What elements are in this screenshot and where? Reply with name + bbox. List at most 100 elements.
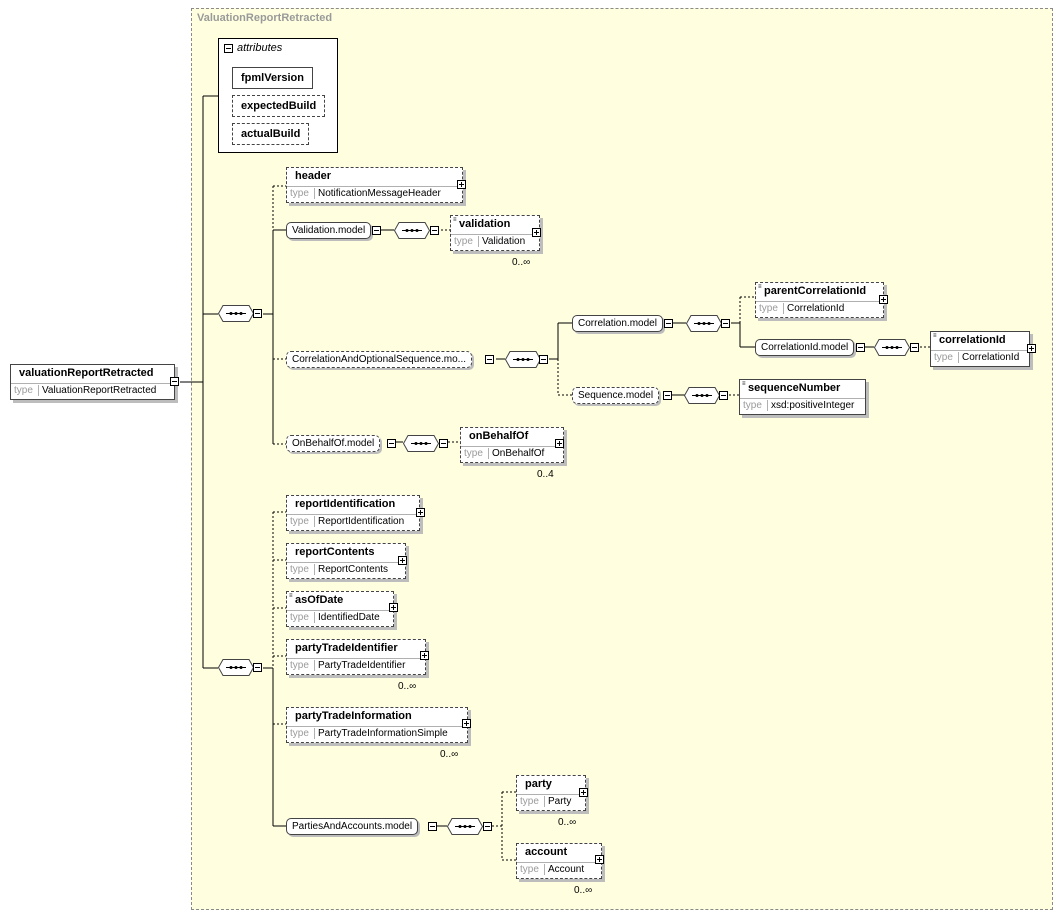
group-correlation-and-optional-sequence[interactable]: CorrelationAndOptionalSequence.mo... bbox=[286, 351, 472, 368]
element-party[interactable]: party type Party bbox=[516, 775, 586, 811]
group-sequence-model[interactable]: Sequence.model bbox=[572, 387, 660, 404]
element-type: PartyTradeIdentifier bbox=[314, 660, 405, 671]
element-type: Validation bbox=[478, 236, 525, 247]
type-key: type bbox=[743, 400, 762, 411]
collapse-icon[interactable] bbox=[483, 822, 492, 831]
element-header[interactable]: header type NotificationMessageHeader bbox=[286, 167, 463, 203]
collapse-icon[interactable] bbox=[430, 226, 439, 235]
expand-icon[interactable] bbox=[462, 719, 471, 728]
occurrence-label: 0..∞ bbox=[440, 749, 459, 760]
expand-icon[interactable] bbox=[389, 603, 398, 612]
expand-icon[interactable] bbox=[579, 788, 588, 797]
collapse-icon[interactable] bbox=[439, 439, 448, 448]
group-onbehalfof-model[interactable]: OnBehalfOf.model bbox=[286, 435, 381, 452]
collapse-icon[interactable] bbox=[387, 439, 396, 448]
collapse-icon[interactable] bbox=[428, 822, 437, 831]
expand-icon[interactable] bbox=[555, 439, 564, 448]
attribute-actualbuild[interactable]: actualBuild bbox=[232, 123, 310, 145]
collapse-icon[interactable] bbox=[721, 319, 730, 328]
element-name: party bbox=[525, 778, 552, 790]
expand-icon[interactable] bbox=[1027, 344, 1036, 353]
sequence-compositor[interactable] bbox=[505, 351, 541, 368]
type-key: type bbox=[290, 516, 309, 527]
type-key: type bbox=[464, 448, 483, 459]
element-type: OnBehalfOf bbox=[488, 448, 544, 459]
sequence-compositor[interactable] bbox=[218, 659, 254, 676]
element-type: Party bbox=[544, 796, 571, 807]
element-type: ReportContents bbox=[314, 564, 388, 575]
collapse-icon[interactable] bbox=[910, 343, 919, 352]
collapse-icon[interactable] bbox=[224, 44, 233, 53]
expand-icon[interactable] bbox=[416, 508, 425, 517]
sequence-compositor[interactable] bbox=[447, 818, 483, 835]
element-name: reportContents bbox=[295, 546, 375, 558]
element-type: IdentifiedDate bbox=[314, 612, 380, 623]
group-parties-and-accounts-model[interactable]: PartiesAndAccounts.model bbox=[286, 818, 419, 835]
expand-icon[interactable] bbox=[879, 295, 888, 304]
collapse-icon[interactable] bbox=[663, 391, 672, 400]
type-key: type bbox=[520, 796, 539, 807]
element-name: sequenceNumber bbox=[748, 382, 841, 394]
group-validation-model[interactable]: Validation.model bbox=[286, 222, 372, 239]
complex-type-title: ValuationReportRetracted bbox=[197, 12, 333, 24]
collapse-icon[interactable] bbox=[253, 309, 262, 318]
sequence-compositor[interactable] bbox=[403, 435, 439, 452]
sequence-compositor[interactable] bbox=[874, 339, 910, 356]
collapse-icon[interactable] bbox=[719, 391, 728, 400]
group-correlation-model[interactable]: Correlation.model bbox=[572, 315, 663, 332]
collapse-icon[interactable] bbox=[856, 343, 865, 352]
element-type: NotificationMessageHeader bbox=[314, 188, 441, 199]
sequence-compositor[interactable] bbox=[394, 222, 430, 239]
root-element-type: ValuationReportRetracted bbox=[38, 385, 156, 396]
root-element-name: valuationReportRetracted bbox=[19, 367, 154, 379]
root-element[interactable]: valuationReportRetracted type ValuationRe… bbox=[10, 364, 175, 400]
documentation-icon: ≡ bbox=[758, 284, 761, 290]
collapse-icon[interactable] bbox=[170, 377, 179, 386]
expand-icon[interactable] bbox=[420, 651, 429, 660]
attributes-box: attributes fpmlVersion expectedBuild act… bbox=[218, 38, 338, 153]
element-name: header bbox=[295, 170, 332, 182]
occurrence-label: 0..∞ bbox=[574, 885, 593, 896]
collapse-icon[interactable] bbox=[664, 319, 673, 328]
sequence-compositor[interactable] bbox=[218, 305, 254, 322]
collapse-icon[interactable] bbox=[539, 355, 548, 364]
occurrence-label: 0..∞ bbox=[512, 257, 531, 268]
type-key: type bbox=[290, 564, 309, 575]
sequence-compositor[interactable] bbox=[686, 315, 722, 332]
occurrence-label: 0..∞ bbox=[398, 681, 417, 692]
expand-icon[interactable] bbox=[457, 180, 466, 189]
expand-icon[interactable] bbox=[595, 855, 604, 864]
element-report-contents[interactable]: reportContents type ReportContents bbox=[286, 543, 406, 579]
attribute-expectedbuild[interactable]: expectedBuild bbox=[232, 95, 326, 117]
type-key: type bbox=[14, 385, 33, 396]
element-name: parentCorrelationId bbox=[764, 285, 867, 297]
collapse-icon[interactable] bbox=[372, 226, 381, 235]
documentation-icon: ≡ bbox=[289, 593, 292, 599]
documentation-icon: ≡ bbox=[933, 333, 936, 339]
element-type: PartyTradeInformationSimple bbox=[314, 728, 448, 739]
element-name: onBehalfOf bbox=[469, 430, 529, 442]
expand-icon[interactable] bbox=[532, 228, 541, 237]
type-key: type bbox=[290, 188, 309, 199]
type-key: type bbox=[520, 864, 539, 875]
collapse-icon[interactable] bbox=[485, 355, 494, 364]
type-key: type bbox=[454, 236, 473, 247]
element-on-behalf-of[interactable]: onBehalfOf type OnBehalfOf bbox=[460, 427, 564, 463]
group-correlationid-model[interactable]: CorrelationId.model bbox=[755, 339, 855, 356]
attribute-fpmlversion[interactable]: fpmlVersion bbox=[232, 67, 313, 89]
element-name: partyTradeIdentifier bbox=[295, 642, 398, 654]
complex-type-area bbox=[191, 8, 1053, 910]
expand-icon[interactable] bbox=[398, 556, 407, 565]
type-key: type bbox=[759, 303, 778, 314]
sequence-compositor[interactable] bbox=[684, 387, 720, 404]
collapse-icon[interactable] bbox=[253, 663, 262, 672]
